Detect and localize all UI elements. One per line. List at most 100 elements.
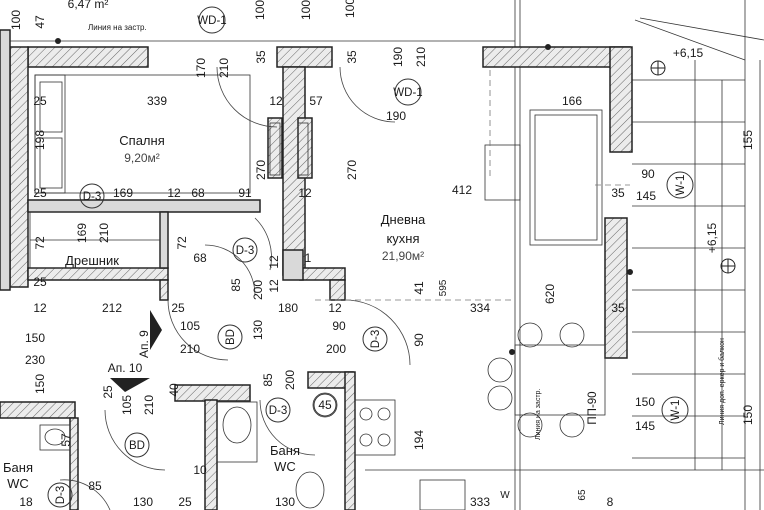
dim-200c: 200 xyxy=(283,370,297,390)
dim-100c: 100 xyxy=(299,0,313,20)
dim-47: 47 xyxy=(33,15,47,29)
dim-12b: 12 xyxy=(167,186,181,200)
dim-212: 212 xyxy=(102,301,122,315)
dim-25d: 25 xyxy=(171,301,185,315)
living-name-line2: кухня xyxy=(386,231,419,246)
dim-41: 41 xyxy=(412,281,426,295)
dim-210d: 210 xyxy=(180,342,200,356)
door-swings xyxy=(59,66,411,510)
dim-25e: 25 xyxy=(101,385,115,399)
dim-270a: 270 xyxy=(254,160,268,180)
living-area: 21,90м² xyxy=(382,249,424,263)
dim-130a: 130 xyxy=(251,320,265,340)
dim-130b: 130 xyxy=(133,495,153,509)
tag-bd-1: BD xyxy=(225,329,237,345)
bath-right-name-line2: WC xyxy=(274,459,296,474)
top-area: 6,47 m² xyxy=(68,0,109,11)
tag-d3-living: D-3 xyxy=(370,330,382,349)
notes: Линия на застр. Линия на застр. Линия до… xyxy=(88,23,726,440)
wardrobe-name: Дрешник xyxy=(65,253,119,268)
dim-155: 155 xyxy=(741,130,755,150)
tag-bd-2: BD xyxy=(129,440,145,452)
tag-wd1-top: WD-1 xyxy=(197,15,226,27)
tag-d3-left: D-3 xyxy=(55,486,67,505)
dim-130c: 130 xyxy=(275,495,295,509)
tag-pp: ПП-90 xyxy=(587,391,599,424)
dim-90c: 90 xyxy=(412,333,426,347)
balcony-slats xyxy=(632,79,745,459)
dim-198: 198 xyxy=(33,130,47,150)
dim-150b: 150 xyxy=(33,374,47,394)
dim-412: 412 xyxy=(452,183,472,197)
dim-35c: 35 xyxy=(611,186,625,200)
tag-d3-bed: D-3 xyxy=(83,191,102,203)
dim-12a: 12 xyxy=(269,94,283,108)
furniture xyxy=(29,70,630,510)
elevations: +6,15 +6,15 xyxy=(673,46,719,253)
dim-12f: 12 xyxy=(33,301,47,315)
dim-210e: 210 xyxy=(142,395,156,415)
elevation-1: +6,15 xyxy=(673,46,704,60)
living-name-line1: Дневна xyxy=(381,212,426,227)
dim-145a: 145 xyxy=(636,189,656,203)
dim-45: 45 xyxy=(318,398,332,412)
dim-91: 91 xyxy=(238,186,252,200)
dimensions: 47 100 100 100 100 170 210 35 190 210 35… xyxy=(9,0,755,509)
dim-1: 1 xyxy=(305,251,312,265)
dim-150a: 150 xyxy=(25,331,45,345)
dim-w: W xyxy=(500,490,510,501)
dim-12e: 12 xyxy=(267,279,281,293)
dim-85b: 85 xyxy=(261,373,275,387)
dim-25c: 25 xyxy=(33,275,47,289)
dim-210b: 210 xyxy=(414,47,428,67)
dim-35b: 35 xyxy=(345,50,359,64)
dim-25a: 25 xyxy=(33,94,47,108)
dim-85c: 85 xyxy=(88,479,102,493)
dim-169b: 169 xyxy=(75,223,89,243)
dim-57: 57 xyxy=(309,94,323,108)
dim-68b: 68 xyxy=(193,251,207,265)
dim-40: 40 xyxy=(167,383,181,397)
dim-334: 334 xyxy=(470,301,490,315)
room-labels: Спалня 9,20м² Дневна кухня 21,90м² Дрешн… xyxy=(3,0,426,491)
dim-339: 339 xyxy=(147,94,167,108)
elevation-2: +6,15 xyxy=(705,222,719,253)
dim-170: 170 xyxy=(194,58,208,78)
dim-210c: 210 xyxy=(97,223,111,243)
dim-25b: 25 xyxy=(33,186,47,200)
dim-333: 333 xyxy=(470,495,490,509)
tag-d3-bath: D-3 xyxy=(269,405,288,417)
dim-270b: 270 xyxy=(345,160,359,180)
dim-180: 180 xyxy=(278,301,298,315)
bedroom-name: Спалня xyxy=(119,133,164,148)
apartment-label-2: Ап. 10 xyxy=(108,361,143,375)
dim-145b: 145 xyxy=(635,419,655,433)
dim-105b: 105 xyxy=(120,395,134,415)
dim-595: 595 xyxy=(438,279,449,296)
dim-18: 18 xyxy=(19,495,33,509)
dim-57b: 57 xyxy=(59,433,73,447)
dim-150c: 150 xyxy=(635,395,655,409)
dim-105a: 105 xyxy=(180,319,200,333)
dim-100b: 100 xyxy=(343,0,357,18)
dim-90a: 90 xyxy=(641,167,655,181)
dim-169a: 169 xyxy=(113,186,133,200)
dim-230: 230 xyxy=(25,353,45,367)
dim-72b: 72 xyxy=(175,236,189,250)
bath-left-name-line2: WC xyxy=(7,476,29,491)
dim-10: 10 xyxy=(193,463,207,477)
tag-w1-b: W-1 xyxy=(670,400,682,421)
tag-w1-a: W-1 xyxy=(675,175,687,196)
dim-200b: 200 xyxy=(326,342,346,356)
bedroom-area: 9,20м² xyxy=(124,151,160,165)
dim-100a: 100 xyxy=(253,0,267,20)
build-line-note-2: Линия на застр. xyxy=(535,389,542,440)
bath-right-name-line1: Баня xyxy=(270,443,300,458)
dim-35d: 35 xyxy=(611,301,625,315)
dim-200a: 200 xyxy=(251,280,265,300)
dim-166: 166 xyxy=(562,94,582,108)
apartment-label: Ап. 9 xyxy=(137,330,151,358)
tag-wd1-mid: WD-1 xyxy=(393,87,422,99)
dim-12c: 12 xyxy=(298,186,312,200)
